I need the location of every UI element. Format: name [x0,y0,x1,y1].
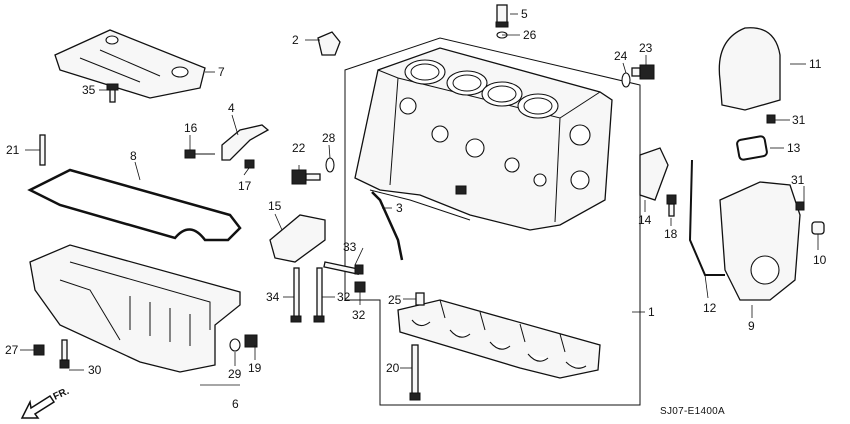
callout-27: 27 [5,343,19,357]
drain-bolt[interactable] [244,334,258,348]
engine-mount-bracket[interactable] [639,147,669,201]
callout-34: 34 [266,290,280,304]
grommet-10[interactable] [811,221,825,235]
cap-bolt[interactable] [409,344,421,401]
main-bearing-caps[interactable] [397,299,601,379]
callout-10: 10 [813,253,827,267]
front-label: FR. [52,386,71,403]
callout-12: 12 [703,301,717,315]
oil-pan[interactable] [29,244,241,373]
upper-timing-cover[interactable] [718,27,781,111]
lower-cover-seal[interactable] [688,159,725,276]
bolt-18[interactable] [666,194,677,217]
callout-24: 24 [614,49,628,63]
callout-17: 17 [238,179,252,193]
bolt-32-lower[interactable] [313,267,325,323]
pan-bolt-27[interactable] [33,344,45,356]
callout-13: 13 [787,141,801,155]
drain-plug[interactable] [631,64,655,80]
callout-30: 30 [88,363,102,377]
callout-4: 4 [228,101,235,115]
callout-32-right: 32 [352,308,366,322]
cover-bolt-31-upper[interactable] [766,114,776,124]
front-direction-indicator: FR. [20,386,71,419]
rubber-seal[interactable] [736,135,768,161]
pickup-bracket[interactable] [269,214,326,263]
sealing-washer[interactable] [325,157,335,173]
drain-washer[interactable] [229,338,241,352]
callout-16: 16 [184,121,198,135]
bracket-bolt-16[interactable] [184,149,215,159]
callout-25: 25 [388,293,402,307]
callout-11: 11 [809,57,822,71]
callout-32-left: 32 [337,290,351,304]
callout-31-lower: 31 [791,173,805,187]
callout-labels: 1 2 3 4 5 6 7 8 9 10 11 12 13 14 15 16 1… [5,7,827,411]
callout-29: 29 [228,367,242,381]
callout-8: 8 [130,149,137,163]
callout-15: 15 [268,199,282,213]
front-arrow-icon [20,394,56,419]
lower-timing-cover[interactable] [719,181,801,301]
callout-20: 20 [386,361,400,375]
dipstick-tube[interactable] [371,191,404,261]
callout-35: 35 [82,83,96,97]
callout-2: 2 [292,33,299,47]
callout-14: 14 [638,213,652,227]
pan-bolt-30[interactable] [59,339,70,369]
callout-23: 23 [639,41,653,55]
callout-9: 9 [748,319,755,333]
bolt-33[interactable] [323,261,364,275]
baffle-plate[interactable] [54,29,206,99]
crank-pulley-opening [750,255,780,285]
bolt-34[interactable] [290,267,302,323]
callout-31-upper: 31 [792,113,806,127]
dowel-pin[interactable] [415,292,425,306]
callout-5: 5 [521,7,528,21]
knock-sensor[interactable] [317,31,341,56]
callout-3: 3 [396,201,403,215]
callout-6: 6 [232,397,239,411]
callout-26: 26 [523,28,537,42]
callout-1: 1 [648,305,655,319]
callout-18: 18 [664,227,678,241]
diagram-code: SJ07-E1400A [660,406,725,417]
leader-lines [20,13,819,386]
callout-19: 19 [248,361,262,375]
callout-22: 22 [292,141,306,155]
callout-21: 21 [6,143,20,157]
callout-28: 28 [322,131,336,145]
oil-pressure-switch[interactable] [495,4,509,28]
plug-washer[interactable] [621,72,631,88]
gasket-stud[interactable] [39,134,46,166]
block-assembly-frame [344,37,641,406]
cover-bolt-31-lower[interactable] [795,201,805,211]
oil-pan-gasket[interactable] [27,168,242,242]
sealing-bolt[interactable] [291,169,321,185]
nut-32[interactable] [354,281,366,293]
callout-33: 33 [343,240,357,254]
baffle-bolt[interactable] [106,83,119,103]
bracket[interactable] [221,124,270,161]
callout-7: 7 [218,65,225,79]
bracket-bolt-17[interactable] [244,159,255,169]
cylinder-block[interactable] [354,47,613,231]
